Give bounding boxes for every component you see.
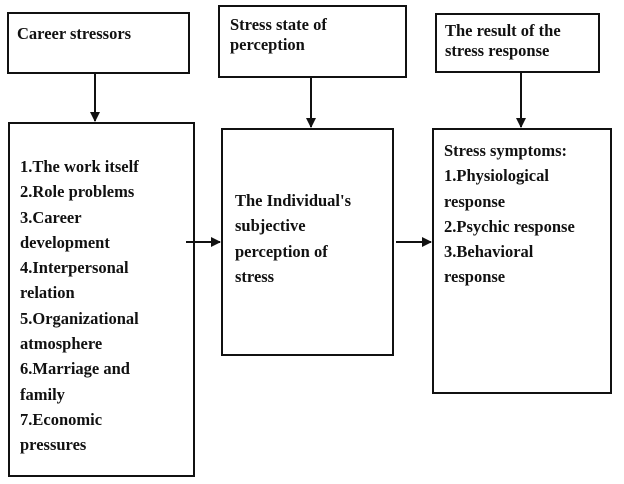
stress-symptoms-box: Stress symptoms: 1.Physiological respons… xyxy=(432,128,612,394)
header-stress-state: Stress state of perception xyxy=(230,15,327,54)
stressor-line: relation xyxy=(20,283,75,303)
stressor-line: 7.Economic xyxy=(20,409,103,429)
perception-line: stress xyxy=(235,266,275,286)
perception-line: The Individual's xyxy=(235,191,352,210)
symptom-line: response xyxy=(444,267,506,287)
stressor-line: 2.Role problems xyxy=(20,182,135,202)
stressor-line: 4.Interpersonal xyxy=(20,258,129,278)
stress-symptoms-title: Stress symptoms: xyxy=(444,141,567,160)
header-stress-result: The result of the stress response xyxy=(445,21,561,60)
perception-box: The Individual's subjective perception o… xyxy=(221,128,394,356)
career-stressors-box: 1.The work itself 2.Role problems 3.Care… xyxy=(8,122,195,477)
stressor-line: development xyxy=(20,232,110,252)
symptom-line: 2.Psychic response xyxy=(444,216,575,236)
symptom-line: response xyxy=(444,191,506,211)
stressor-line: 5.Organizational xyxy=(20,308,139,328)
header-box-stress-state: Stress state of perception xyxy=(218,5,407,78)
stressor-line: 3.Career xyxy=(20,207,82,227)
perception-line: subjective xyxy=(235,216,306,236)
stressor-line: pressures xyxy=(20,435,87,455)
symptom-line: 3.Behavioral xyxy=(444,242,534,262)
symptom-line: 1.Physiological xyxy=(444,166,549,186)
stressor-line: 1.The work itself xyxy=(20,157,139,176)
stressor-line: atmosphere xyxy=(20,334,103,354)
header-career-stressors: Career stressors xyxy=(17,24,132,43)
stressor-line: 6.Marriage and xyxy=(20,359,130,379)
perception-line: perception of xyxy=(235,241,328,261)
header-box-career-stressors: Career stressors xyxy=(7,12,190,74)
header-box-stress-result: The result of the stress response xyxy=(435,13,600,73)
stressor-line: family xyxy=(20,384,65,404)
